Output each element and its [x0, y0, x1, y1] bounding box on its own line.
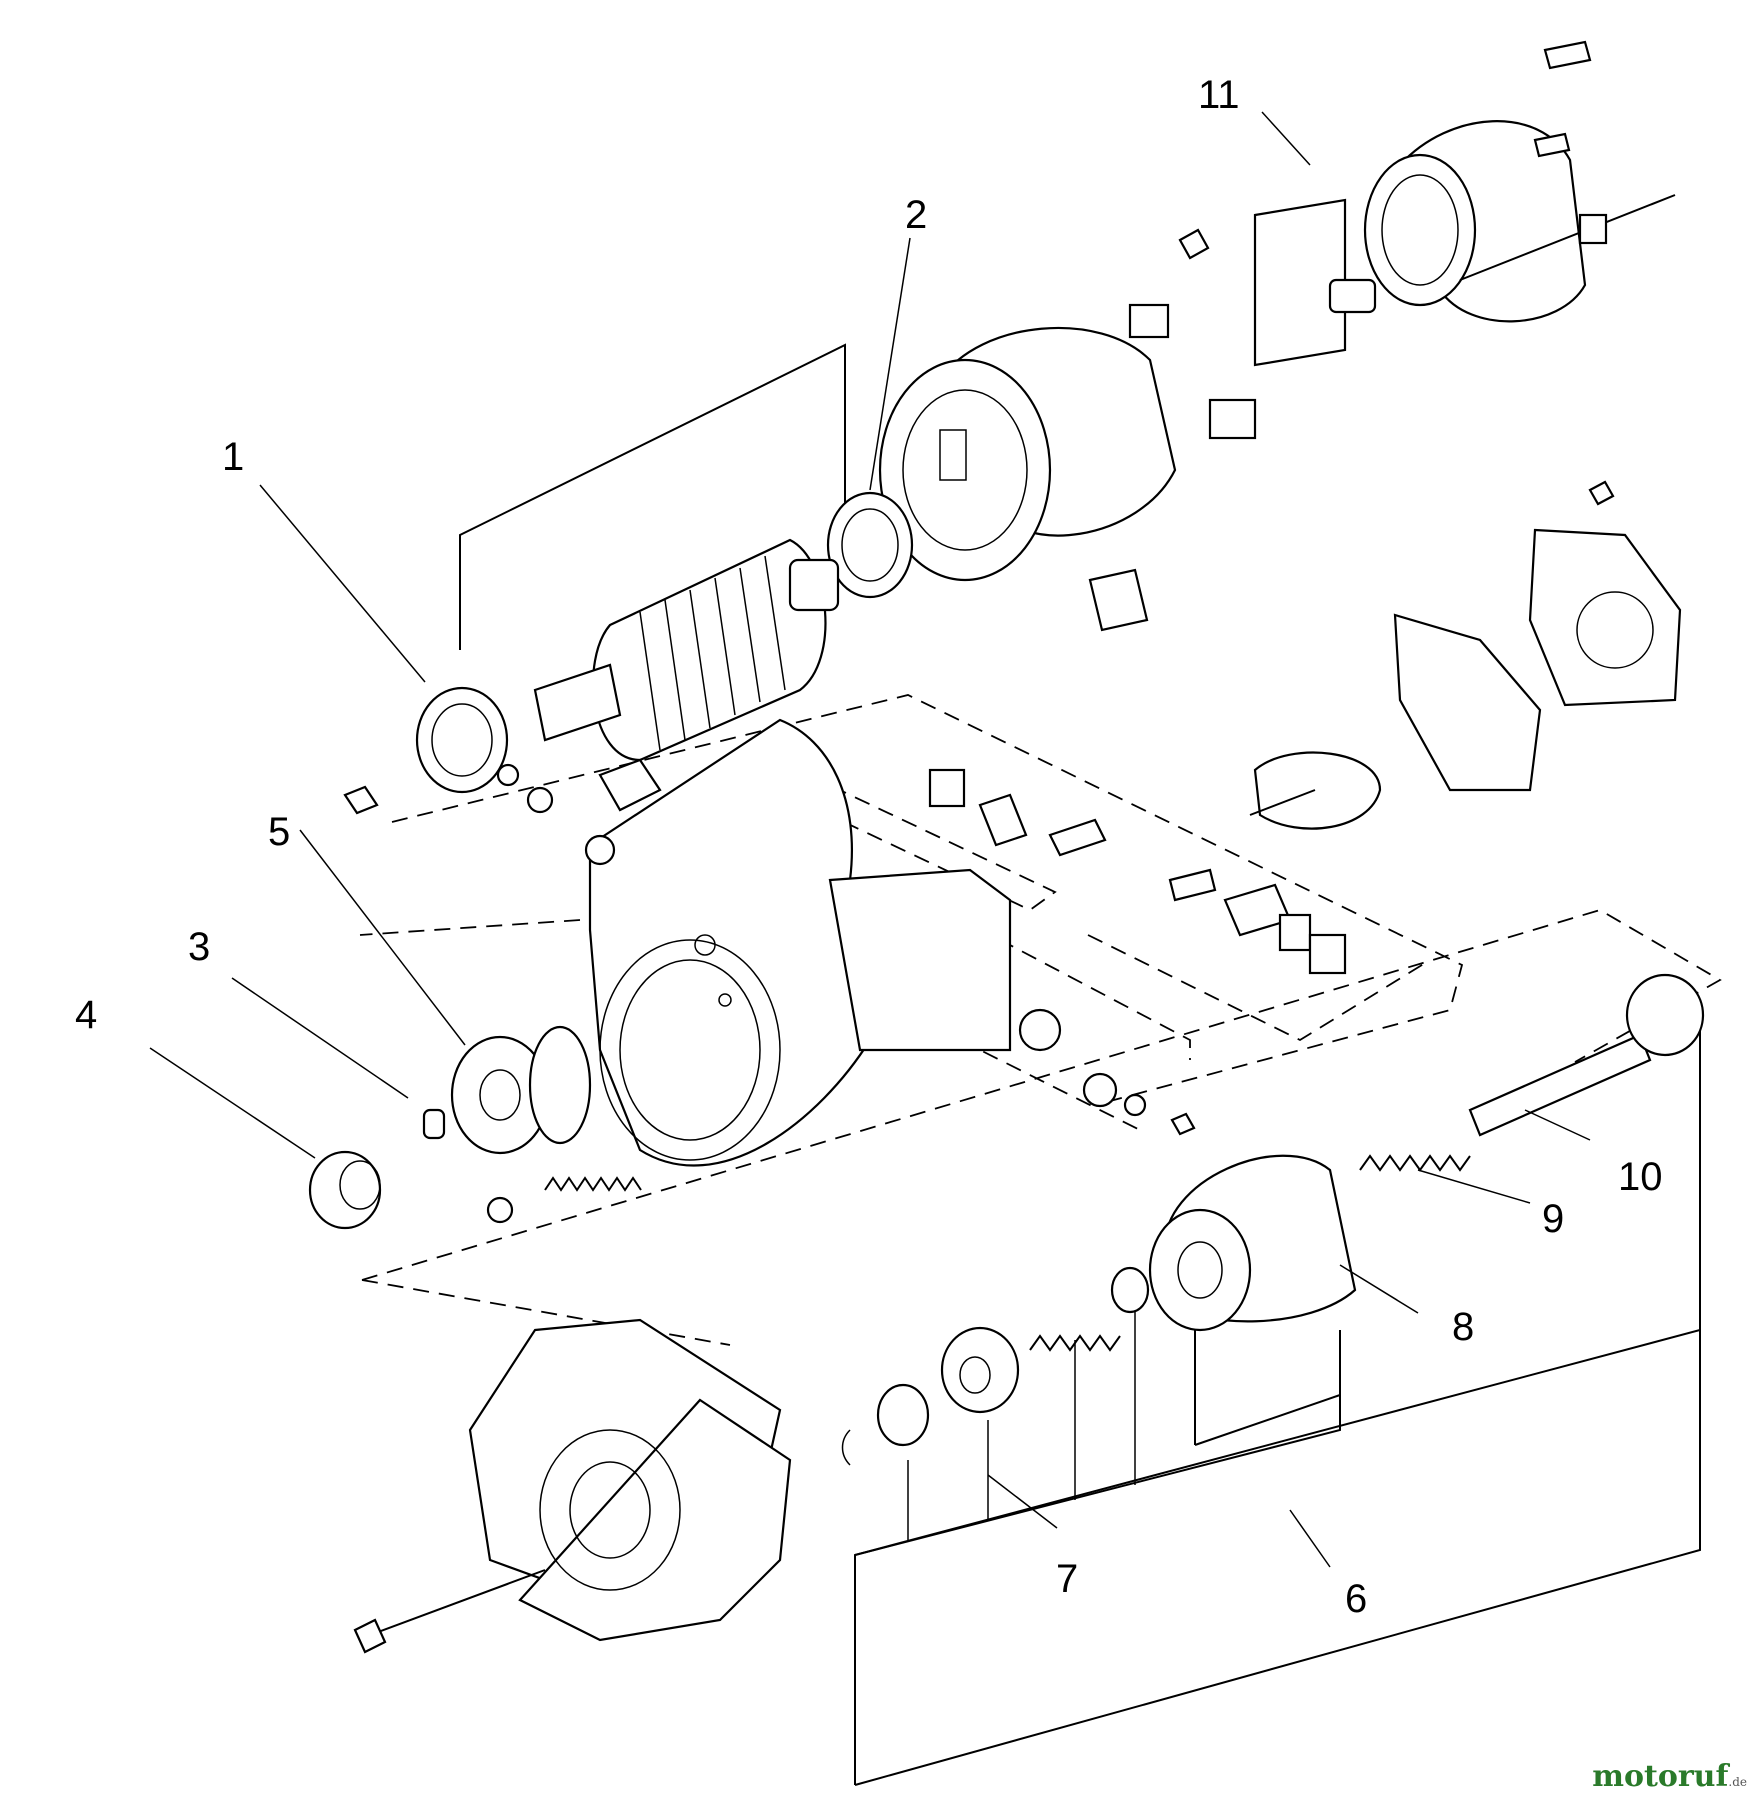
callout-1: 1	[222, 435, 244, 479]
callouts: 1 2 3 4 5 6 7 8 9 10 11	[75, 73, 1663, 1621]
leader-lines	[149, 111, 1591, 1568]
callout-8: 8	[1452, 1305, 1474, 1349]
callout-7: 7	[1056, 1557, 1078, 1601]
solenoid-switch	[1178, 40, 1676, 367]
armature	[533, 538, 840, 762]
field-frame	[878, 303, 1257, 632]
bearing-rear	[826, 491, 914, 599]
pinion-set	[841, 1266, 1150, 1466]
bracket-lines	[459, 343, 1701, 1786]
callout-3: 3	[188, 925, 210, 969]
brush-holder-plates	[1249, 480, 1682, 830]
callout-9: 9	[1542, 1197, 1564, 1241]
retainer-cap	[308, 1150, 382, 1230]
bearing-front	[415, 686, 509, 794]
small-hardware	[343, 758, 1347, 1136]
drive-housing	[353, 1318, 792, 1654]
callout-4: 4	[75, 993, 97, 1037]
idler-gear	[450, 1025, 592, 1155]
callout-11: 11	[1198, 73, 1240, 117]
return-spring	[1359, 1154, 1471, 1172]
watermark-logo: motoruf.de	[1592, 1759, 1747, 1794]
watermark-name: motoruf	[1592, 1759, 1729, 1794]
pinion-shaft	[1468, 973, 1705, 1137]
callout-10: 10	[1618, 1155, 1663, 1199]
roller-pin	[422, 1108, 446, 1140]
watermark-suffix: .de	[1728, 1775, 1747, 1789]
callout-6: 6	[1345, 1577, 1367, 1621]
overrunning-clutch	[1148, 1154, 1357, 1332]
idler-spring	[486, 1176, 642, 1224]
callout-2: 2	[905, 193, 927, 237]
starter-housing	[588, 718, 1012, 1167]
callout-5: 5	[268, 810, 290, 854]
